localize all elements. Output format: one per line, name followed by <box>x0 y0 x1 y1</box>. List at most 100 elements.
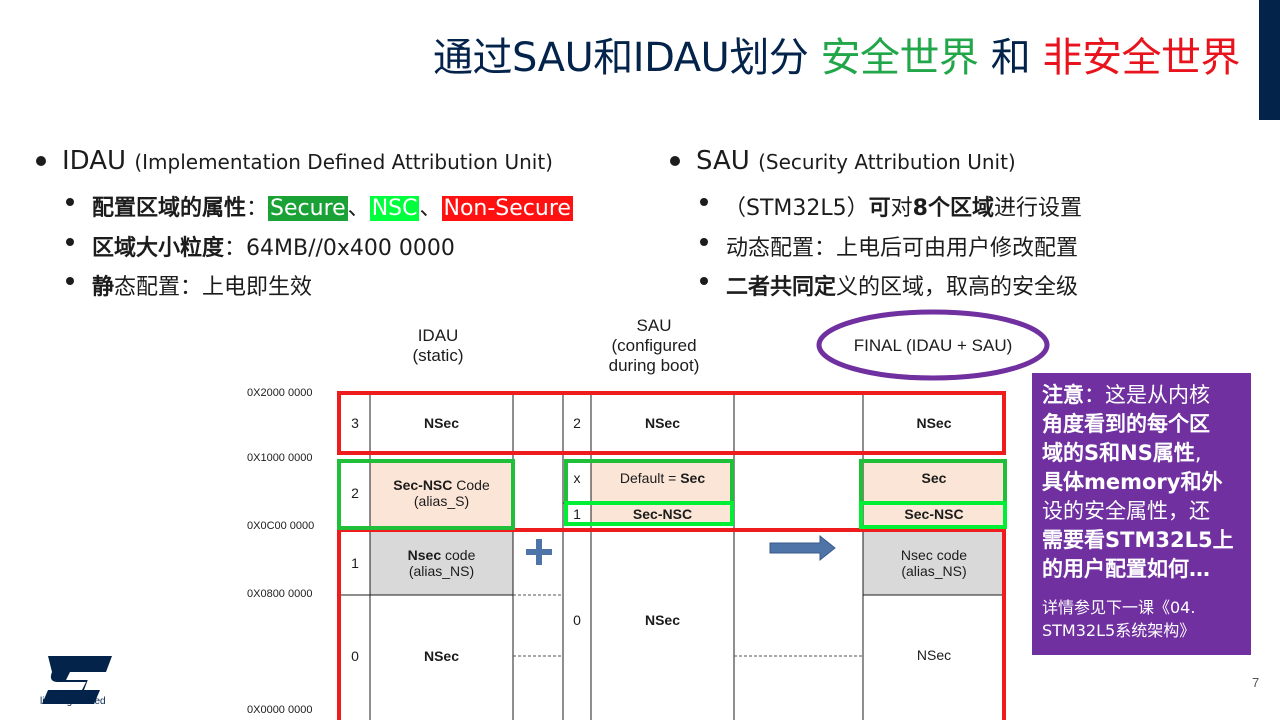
address-label: 0X2000 0000 <box>247 387 313 399</box>
idau-region-label-line-2: (alias_S) <box>413 493 470 509</box>
title-and: 和 <box>990 35 1031 81</box>
final-region-label: Nsec code (alias_NS) <box>863 530 1005 595</box>
note-box: 注意：这是从内核 角度看到的每个区 域的S和NS属性, 具体memory和外 设… <box>1032 373 1251 655</box>
bullet-dot <box>700 198 708 206</box>
sau-heading: SAU (Security Attribution Unit) <box>696 146 1016 176</box>
idau-item-1-dun1: 、 <box>347 196 370 221</box>
address-label: 0X0C00 0000 <box>247 520 315 532</box>
page-title: 通过SAU和IDAU划分 安全世界 和 非安全世界 <box>433 36 1240 80</box>
note-reference: 详情参见下一课《04. STM32L5系统架构》 <box>1042 596 1241 642</box>
idau-region-label-bold: Sec-NSC <box>393 477 453 493</box>
idau-column-header-line-1: IDAU <box>417 326 459 345</box>
sau-column-header-line-1: SAU <box>636 316 672 335</box>
idau-region-label: Sec-NSC Code (alias_S) <box>370 460 513 526</box>
idau-region-label-line-1: Sec-NSC Code <box>393 477 490 493</box>
sau-region-number: 2 <box>573 415 581 431</box>
bullet-dot <box>66 198 74 206</box>
sau-item-3: 二者共同定义的区域，取高的安全级 <box>726 269 1078 301</box>
sau-item-1-b: 可 <box>868 196 891 221</box>
idau-item-1-label: 配置区域的属性 <box>92 196 247 221</box>
sau-item-1-a: （STM32L5） <box>724 196 869 221</box>
note-line: 的用户配置如何… <box>1042 555 1241 584</box>
idau-region-number: 1 <box>351 554 359 571</box>
sau-region-label: NSec <box>644 612 681 628</box>
address-label: 0X0800 0000 <box>247 588 313 600</box>
arrow-right-icon <box>769 534 836 562</box>
note-line: 具体memory和外 <box>1042 468 1241 497</box>
sau-region-label: Default = Sec <box>591 463 734 493</box>
note-line-text: ：这是从内核 <box>1084 383 1210 407</box>
idau-region-label: Nsec code (alias_NS) <box>370 530 513 595</box>
idau-region-label-rest: Code <box>452 477 490 493</box>
idau-heading-sub: (Implementation Defined Attribution Unit… <box>134 150 553 174</box>
bullet-dot <box>36 156 46 166</box>
note-line-bold: 角度看到的每个区 <box>1042 412 1210 436</box>
bullet-dot <box>670 156 680 166</box>
note-line: 需要看STM32L5上 <box>1042 526 1241 555</box>
note-line: 域的S和NS属性, <box>1042 439 1241 468</box>
bullet-dot <box>700 277 708 285</box>
note-reference-line-1: 详情参见下一课《04. <box>1042 598 1196 617</box>
sau-heading-text: SAU <box>696 146 750 176</box>
sau-region-label-bold: Sec <box>680 470 706 486</box>
idau-region-number: 3 <box>351 415 359 431</box>
idau-item-1-sep: ： <box>246 196 269 221</box>
sau-region-label-rest: Default = <box>619 470 677 486</box>
note-line-bold: 需要看STM32L5上 <box>1042 528 1234 552</box>
idau-column-header-line-2: (static) <box>412 346 464 365</box>
sau-item-1-d: 8个区域 <box>912 196 994 221</box>
sau-item-3-bold: 二者共同定 <box>726 275 837 300</box>
sau-item-1-c: 对 <box>890 196 913 221</box>
sau-region-number: 0 <box>573 612 581 628</box>
idau-item-1-dun2: 、 <box>419 196 442 221</box>
note-line-text: 设的安全属性，还 <box>1042 499 1210 523</box>
idau-item-1: 配置区域的属性：Secure、NSC、Non-Secure <box>92 190 573 222</box>
corner-accent-bar <box>1259 0 1280 120</box>
final-column-header: FINAL (IDAU + SAU) <box>853 336 1013 355</box>
sau-column-header-line-3: during boot) <box>608 356 700 375</box>
address-label: 0X1000 0000 <box>247 452 313 464</box>
idau-region-label-line-2: (alias_NS) <box>408 562 475 579</box>
logo-tagline: life.augmented <box>40 696 106 707</box>
note-line-bold: 具体memory和外 <box>1042 470 1223 494</box>
idau-region-number: 0 <box>351 648 359 664</box>
idau-item-3: 静态配置：上电即生效 <box>92 269 312 301</box>
plus-icon <box>526 539 552 565</box>
title-secure-world: 安全世界 <box>820 35 980 81</box>
final-region-label: Sec <box>921 470 947 486</box>
final-region-label: Sec-NSC <box>904 505 964 522</box>
idau-region-label: NSec <box>423 648 460 664</box>
title-part-1: 通过SAU和IDAU划分 <box>433 35 809 81</box>
secure-highlight: Secure <box>268 196 348 221</box>
note-main-text: 注意：这是从内核 角度看到的每个区 域的S和NS属性, 具体memory和外 设… <box>1042 381 1241 584</box>
idau-heading: IDAU (Implementation Defined Attribution… <box>62 146 553 176</box>
note-line: 注意：这是从内核 <box>1042 381 1241 410</box>
note-line-bold: 的用户配置如何… <box>1042 557 1210 581</box>
bullet-dot <box>66 238 74 246</box>
nonsecure-highlight: Non-Secure <box>441 196 573 221</box>
title-nonsecure-world: 非安全世界 <box>1042 35 1241 81</box>
sau-item-3-rest: 义的区域，取高的安全级 <box>836 275 1079 300</box>
note-line: 角度看到的每个区 <box>1042 410 1241 439</box>
sau-item-1-e: 进行设置 <box>993 196 1082 221</box>
idau-item-2: 区域大小粒度：64MB//0x400 0000 <box>92 230 455 262</box>
idau-item-2-value: ：64MB//0x400 0000 <box>224 236 455 261</box>
idau-region-number: 2 <box>351 485 359 501</box>
note-line-bold: 注意 <box>1042 383 1084 407</box>
sau-region-label: NSec <box>644 415 681 431</box>
nsc-highlight: NSC <box>369 196 420 221</box>
idau-region-label-line-1: Nsec code <box>408 547 476 563</box>
idau-item-2-label: 区域大小粒度 <box>92 236 225 261</box>
sau-item-2: 动态配置：上电后可由用户修改配置 <box>726 236 1079 261</box>
sau-region-number: x <box>573 470 581 486</box>
sau-region-label: Sec-NSC <box>632 505 693 522</box>
address-label: 0X0000 0000 <box>247 704 313 716</box>
note-line-bold: 域的S和NS属性 <box>1042 441 1195 465</box>
bullet-dot <box>700 238 708 246</box>
sau-region-number: 1 <box>573 505 581 522</box>
final-region-label-line-2: (alias_NS) <box>901 562 967 579</box>
idau-item-3-value: 态配置：上电即生效 <box>114 275 313 300</box>
final-region-label: NSec <box>916 647 952 663</box>
idau-column-header: IDAU (static) <box>388 326 488 366</box>
idau-heading-text: IDAU <box>62 146 127 176</box>
